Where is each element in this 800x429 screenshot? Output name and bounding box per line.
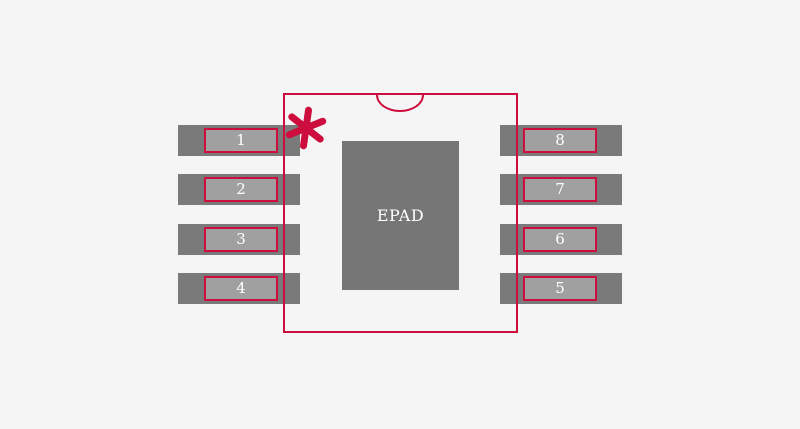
pin-4-label: 4 [236,279,246,297]
pin-2-label: 2 [236,180,246,198]
pin-1-marker [281,103,331,153]
package-body-outline [283,93,518,333]
pin-3-box: 3 [204,227,278,252]
pin-8-box: 8 [523,128,597,153]
pin-6-label: 6 [555,230,565,248]
pin-5-label: 5 [555,279,565,297]
exposed-pad-label: EPAD [376,206,425,225]
pin-3-label: 3 [236,230,246,248]
pin-4-box: 4 [204,276,278,301]
pin-5-box: 5 [523,276,597,301]
pin-6-box: 6 [523,227,597,252]
exposed-pad: EPAD [342,141,459,290]
pin-2-box: 2 [204,177,278,202]
pin-1-label: 1 [236,131,246,149]
pin-7-box: 7 [523,177,597,202]
pin-1-box: 1 [204,128,278,153]
pin-7-label: 7 [555,180,565,198]
asterisk-icon [281,103,331,153]
pin-8-label: 8 [555,131,565,149]
